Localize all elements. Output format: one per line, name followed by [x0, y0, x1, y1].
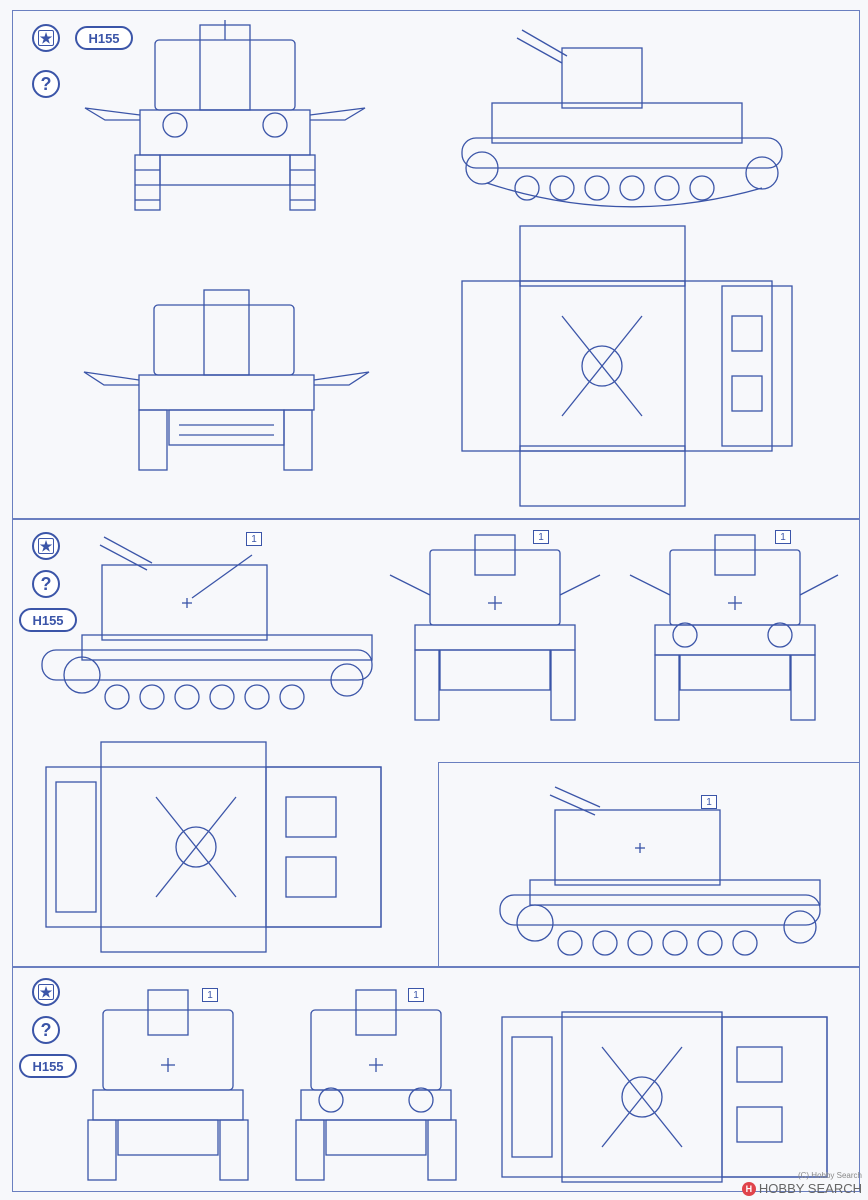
callout-number: 1 [701, 795, 717, 809]
paint-code-badge: H155 [75, 26, 133, 50]
watermark: H HOBBY SEARCH [741, 1181, 862, 1196]
question-mark-icon: ? [32, 570, 60, 598]
front-view-2-drawing [389, 534, 601, 721]
callout-number: 1 [202, 988, 218, 1002]
marking-star-icon: ★ [32, 532, 60, 560]
section-3-frame [12, 966, 860, 1192]
watermark-brand: HOBBY SEARCH [758, 1181, 862, 1196]
side-view-2-drawing [499, 786, 821, 956]
rear-view-drawing [83, 289, 370, 471]
marking-star-icon: ★ [32, 24, 60, 52]
section-2-frame [12, 518, 860, 968]
callout-number: 1 [533, 530, 549, 544]
paint-code-badge: H155 [19, 1054, 77, 1078]
front-view-3-drawing [87, 989, 249, 1181]
front-view-drawing [84, 20, 366, 211]
section-1-frame [12, 10, 860, 520]
rear-view-3-drawing [295, 989, 457, 1181]
callout-number: 1 [408, 988, 424, 1002]
paint-code-badge: H155 [19, 608, 77, 632]
callout-number: 1 [775, 530, 791, 544]
question-mark-icon: ? [32, 1016, 60, 1044]
side-view-drawing [461, 29, 783, 208]
hobby-search-logo-icon: H [741, 1181, 756, 1196]
marking-star-icon: ★ [32, 978, 60, 1006]
copyright-text: (C) Hobby Search [797, 1171, 862, 1180]
question-mark-icon: ? [32, 70, 60, 98]
callout-number: 1 [246, 532, 262, 546]
top-view-2-drawing [45, 741, 382, 953]
section-2b-frame [438, 762, 860, 968]
left-side-view-drawing [41, 536, 373, 710]
top-view-3-drawing [501, 1011, 828, 1183]
rear-view-2-drawing [629, 534, 839, 721]
top-view-drawing [461, 225, 793, 507]
